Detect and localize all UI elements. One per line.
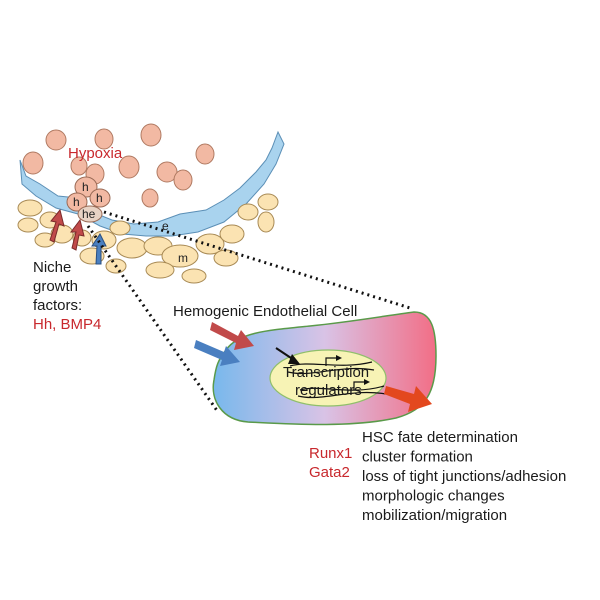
hec-title: Hemogenic Endothelial Cell (173, 303, 357, 320)
growth-factor-arrow-red-2 (70, 218, 85, 251)
outcome-list: HSC fate determination cluster formation l… (362, 429, 566, 524)
outcome-item: morphologic changes (362, 488, 505, 505)
stromal-cells (17, 193, 279, 284)
growth-factor-arrow-red-1 (49, 208, 65, 243)
outcome-item: mobilization/migration (362, 507, 507, 524)
hypoxia-label: Hypoxia (68, 145, 123, 162)
cell-letter-h3: h (96, 191, 103, 205)
niche-factors-label: Hh, BMP4 (33, 316, 101, 333)
output-arrow (384, 386, 432, 412)
niche-label-line3: factors: (33, 297, 82, 314)
cell-letter-h1: h (82, 180, 89, 194)
signal-arrow-red (210, 322, 254, 350)
growth-factor-arrow-blue (91, 233, 107, 265)
hematopoietic-cluster (66, 176, 111, 223)
cell-letter-he: he (82, 207, 96, 221)
signal-arrows (194, 322, 300, 366)
gene-gata2: Gata2 (309, 464, 350, 481)
outcome-item: loss of tight junctions/adhesion (362, 468, 566, 485)
cell-letter-h2: h (73, 195, 80, 209)
zoom-lines (86, 210, 411, 413)
hypoxic-cells (22, 123, 215, 208)
outcome-item: HSC fate determination (362, 429, 518, 446)
niche-label-line2: growth (33, 278, 78, 295)
transcription-label: Transcription (283, 364, 369, 381)
regulators-label: regulators (295, 382, 362, 399)
gene-runx1: Runx1 (309, 445, 352, 462)
cell-letter-e: e (162, 219, 169, 233)
signal-arrow-blue (194, 340, 240, 366)
outcome-item: cluster formation (362, 449, 473, 466)
cell-letter-m: m (178, 251, 188, 265)
niche-arrows (49, 208, 107, 265)
dna-strands (287, 357, 387, 399)
niche-label-line1: Niche (33, 259, 71, 276)
